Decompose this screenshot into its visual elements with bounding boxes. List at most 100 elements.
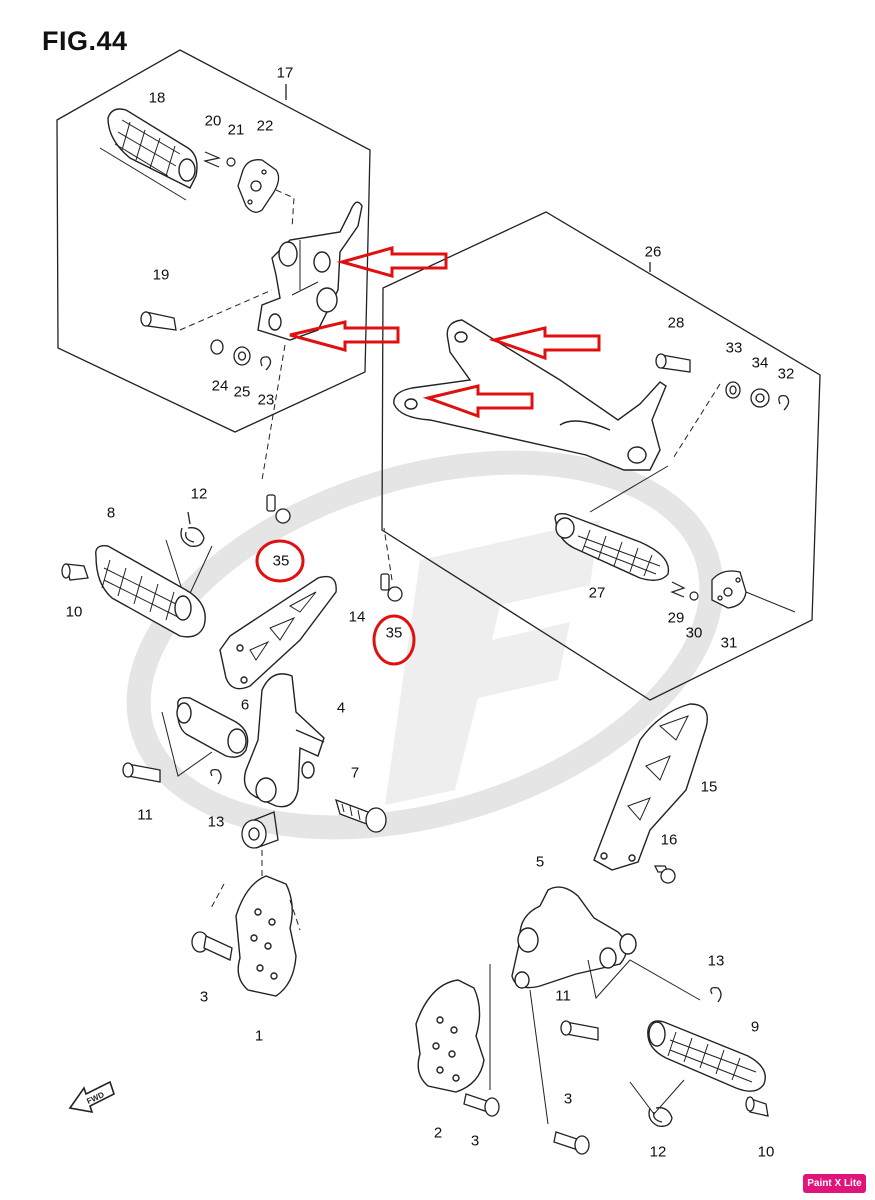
callout-22: 22 <box>256 117 274 135</box>
callout-18: 18 <box>148 89 166 107</box>
leader-19 <box>179 289 273 331</box>
figure-title: FIG.44 <box>42 26 128 56</box>
assembly-26-box <box>381 211 821 701</box>
callout-29: 29 <box>667 609 685 627</box>
plate-14 <box>219 575 337 690</box>
bolt-7 <box>335 798 387 833</box>
leader-35-right <box>383 527 393 581</box>
callout-34: 34 <box>751 354 769 372</box>
callout-3-mid: 3 <box>470 1132 480 1150</box>
callout-30: 30 <box>685 624 703 642</box>
callout-10-left: 10 <box>65 603 83 621</box>
callout-1: 1 <box>254 1027 264 1045</box>
callout-28: 28 <box>667 314 685 332</box>
spring-29-ball-30 <box>670 581 699 601</box>
callout-20: 20 <box>204 112 222 130</box>
bolt-35-right <box>380 573 403 602</box>
spring-12 <box>180 511 205 547</box>
callout-35-left: 35 <box>272 552 290 570</box>
callout-27: 27 <box>588 584 606 602</box>
leader-5-down-2 <box>529 989 549 1125</box>
bolt-3-right <box>553 1131 590 1155</box>
leader-18 <box>99 147 187 201</box>
leader-27 <box>589 465 669 513</box>
leader-6-bracket <box>161 711 213 777</box>
leader-26-washers <box>671 383 721 461</box>
callout-26: 26 <box>644 243 662 261</box>
bolt-35-left <box>266 494 291 524</box>
clip-13-right <box>710 986 722 1003</box>
callout-3-right: 3 <box>563 1090 573 1108</box>
callout-24: 24 <box>211 377 229 395</box>
spring-20 <box>203 151 236 168</box>
callout-12-right: 12 <box>649 1143 667 1161</box>
footpeg-18 <box>107 108 198 189</box>
bolt-3-left <box>191 931 233 961</box>
callout-23: 23 <box>257 391 275 409</box>
spring-12-right <box>648 1107 673 1127</box>
washers-33-34-32 <box>725 381 790 411</box>
footpeg-8 <box>95 545 206 638</box>
callout-16: 16 <box>660 831 678 849</box>
callout-17: 17 <box>276 64 294 82</box>
plate-1 <box>235 875 297 997</box>
callout-13-left: 13 <box>207 813 225 831</box>
callout-11-left: 11 <box>137 806 153 824</box>
highlight-arrows <box>289 246 601 419</box>
plate-22 <box>237 159 280 213</box>
bracket-4 <box>243 673 325 808</box>
bracket-5 <box>511 886 637 989</box>
bracket-17 <box>257 201 363 341</box>
red-circle-35-right <box>372 614 416 666</box>
plate-2 <box>415 979 485 1093</box>
red-arrow-3 <box>488 326 601 361</box>
red-circle-35-left <box>255 539 305 583</box>
pivot-6 <box>176 696 249 758</box>
fwd-arrow-icon <box>68 1080 115 1114</box>
callout-21: 21 <box>227 121 245 139</box>
nut-10-left <box>61 563 89 581</box>
watermark-letter-shape <box>385 520 600 805</box>
leader-plate-1 <box>209 883 301 931</box>
watermark-ellipse <box>126 450 724 840</box>
callout-32: 32 <box>777 365 795 383</box>
pin-19 <box>140 311 177 331</box>
callout-35-right: 35 <box>385 624 403 642</box>
nut-10-right <box>745 1096 769 1117</box>
pin-11-right <box>560 1020 599 1041</box>
callout-15: 15 <box>700 778 718 796</box>
bolt-28 <box>655 353 691 373</box>
pin-11-left <box>122 762 161 783</box>
callout-2: 2 <box>433 1124 443 1142</box>
callout-11-right: 11 <box>555 987 571 1005</box>
footpeg-9 <box>647 1020 766 1092</box>
callout-14: 14 <box>348 608 366 626</box>
callout-10-right: 10 <box>757 1143 775 1161</box>
callout-13-right: 13 <box>707 952 725 970</box>
leader-31 <box>745 591 796 613</box>
watermark-logo <box>126 450 724 840</box>
clip-13-left <box>210 768 222 785</box>
plate-15 <box>593 703 708 871</box>
bolt-3-mid <box>463 1093 500 1117</box>
callout-7: 7 <box>350 764 360 782</box>
callout-12-left: 12 <box>190 485 208 503</box>
bolt-16 <box>653 865 676 884</box>
leader-22 <box>275 189 295 229</box>
callout-5: 5 <box>535 853 545 871</box>
callout-33: 33 <box>725 339 743 357</box>
footpeg-27 <box>554 512 670 581</box>
paint-x-lite-badge: Paint X Lite <box>803 1174 866 1193</box>
red-arrow-4 <box>422 384 534 419</box>
assembly-17-box <box>56 49 371 433</box>
callout-4: 4 <box>336 699 346 717</box>
red-arrow-1 <box>336 246 448 278</box>
leader-bottom-17 <box>261 344 286 481</box>
callout-8: 8 <box>106 504 116 522</box>
ball-21 <box>226 157 236 167</box>
callout-6: 6 <box>240 696 250 714</box>
callout-9: 9 <box>750 1018 760 1036</box>
highlight-circles <box>255 539 416 666</box>
callout-31: 31 <box>720 634 738 652</box>
